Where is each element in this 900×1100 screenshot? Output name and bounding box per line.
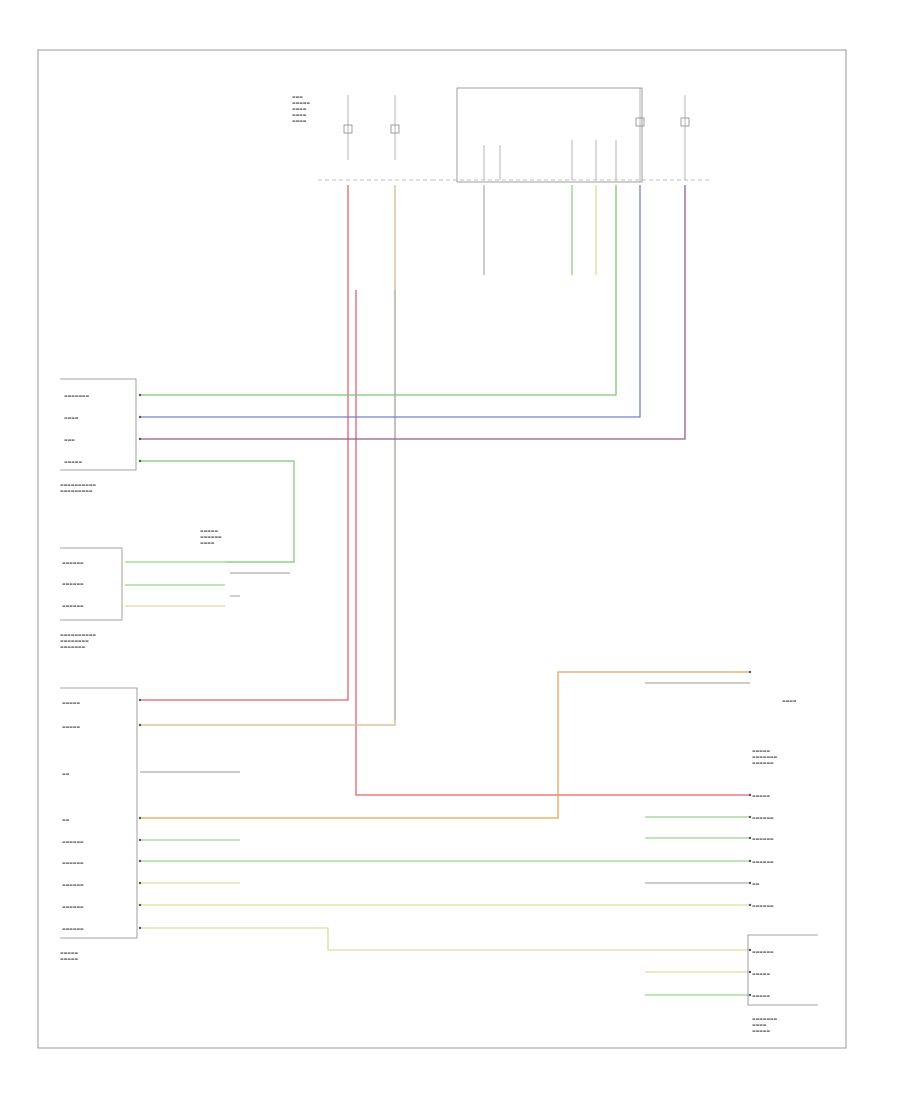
svg-text:▬▬▬▬▬: ▬▬▬▬▬: [752, 971, 770, 976]
svg-text:▬▬▬▬▬▬: ▬▬▬▬▬▬: [752, 859, 774, 864]
top-left-power-block: ▬▬▬ ▬▬▬▬▬ ▬▬▬▬ ▬▬▬▬ ▬▬▬▬: [292, 94, 432, 181]
svg-text:▬▬▬▬▬▬: ▬▬▬▬▬▬: [752, 949, 774, 954]
svg-text:▬▬▬▬▬▬: ▬▬▬▬▬▬: [62, 603, 84, 608]
svg-text:▬▬▬▬▬: ▬▬▬▬▬: [64, 459, 82, 464]
svg-text:▬▬: ▬▬: [752, 881, 760, 886]
svg-text:▬▬▬▬▬▬▬▬▬▬: ▬▬▬▬▬▬▬▬▬▬: [60, 632, 96, 637]
svg-text:▬▬▬▬▬: ▬▬▬▬▬: [292, 100, 310, 105]
svg-text:▬▬▬▬▬▬▬▬: ▬▬▬▬▬▬▬▬: [60, 638, 89, 643]
svg-text:▬▬: ▬▬: [62, 817, 70, 822]
connector-upper-left: ▬▬▬▬▬▬▬ ▬▬▬▬ ▬▬▬ ▬▬▬▬▬ ▬▬▬▬▬▬▬▬▬▬ ▬▬▬▬▬▬…: [60, 378, 137, 493]
svg-text:▬▬▬: ▬▬▬: [64, 437, 75, 442]
connector-lower-left: ▬▬▬▬▬ ▬▬▬▬▬ ▬▬ ▬▬ ▬▬▬▬▬▬ ▬▬▬▬▬▬ ▬▬▬▬▬▬ ▬…: [60, 687, 138, 961]
connector-mid-left: ▬▬▬▬▬▬ ▬▬▬▬▬▬ ▬▬▬▬▬▬ ▬▬▬▬▬▬▬▬▬▬ ▬▬▬▬▬▬▬▬…: [60, 528, 222, 649]
svg-text:▬▬▬▬: ▬▬▬▬: [292, 106, 307, 111]
wire-purple-1: [140, 185, 686, 440]
svg-text:▬▬: ▬▬: [62, 771, 70, 776]
svg-text:▬▬▬▬▬▬: ▬▬▬▬▬▬: [752, 836, 774, 841]
svg-text:▬▬▬▬▬▬: ▬▬▬▬▬▬: [752, 760, 774, 765]
top-right-module-block: [432, 87, 712, 183]
svg-text:▬▬▬▬▬▬: ▬▬▬▬▬▬: [62, 904, 84, 909]
svg-text:▬▬▬▬▬▬▬: ▬▬▬▬▬▬▬: [60, 644, 86, 649]
svg-text:▬▬▬▬▬: ▬▬▬▬▬: [62, 724, 80, 729]
svg-text:▬▬▬▬: ▬▬▬▬: [782, 698, 797, 703]
wire-green-stop: [140, 460, 295, 563]
svg-text:▬▬▬▬▬▬: ▬▬▬▬▬▬: [752, 815, 774, 820]
svg-text:▬▬▬▬▬▬: ▬▬▬▬▬▬: [200, 534, 222, 539]
wire-red-1: [140, 185, 349, 701]
svg-text:▬▬▬: ▬▬▬: [292, 94, 303, 99]
right-side-labels: ▬▬▬▬▬ ▬▬▬▬▬▬ ▬▬▬▬▬▬ ▬▬▬▬▬▬ ▬▬ ▬▬▬▬▬▬ ▬▬▬…: [752, 698, 797, 908]
diagram-frame: [37, 49, 847, 1049]
svg-text:▬▬▬▬▬▬▬: ▬▬▬▬▬▬▬: [752, 1016, 778, 1021]
wire-tan-1: [140, 185, 396, 726]
connector-pins: [138, 393, 752, 997]
svg-text:▬▬▬▬: ▬▬▬▬: [752, 1022, 767, 1027]
svg-text:▬▬▬▬▬: ▬▬▬▬▬: [200, 528, 218, 533]
svg-text:▬▬▬▬▬: ▬▬▬▬▬: [752, 1028, 770, 1033]
svg-text:▬▬▬▬▬▬▬: ▬▬▬▬▬▬▬: [64, 393, 90, 398]
svg-text:▬▬▬▬▬: ▬▬▬▬▬: [752, 793, 770, 798]
svg-text:▬▬▬▬: ▬▬▬▬: [292, 118, 307, 123]
wire-blue-1: [140, 185, 641, 418]
svg-text:▬▬▬▬▬▬: ▬▬▬▬▬▬: [752, 903, 774, 908]
wire-yellow-low3: [140, 927, 750, 951]
svg-text:▬▬▬▬▬▬: ▬▬▬▬▬▬: [62, 860, 84, 865]
svg-text:▬▬▬▬: ▬▬▬▬: [200, 540, 215, 545]
wire-green-1: [140, 185, 617, 396]
wire-red-2: [355, 290, 750, 796]
connector-lower-right: ▬▬▬▬▬▬ ▬▬▬▬▬ ▬▬▬▬▬ ▬▬▬▬▬▬▬ ▬▬▬▬ ▬▬▬▬▬: [747, 934, 818, 1033]
svg-text:▬▬▬▬▬: ▬▬▬▬▬: [752, 748, 770, 753]
svg-text:▬▬▬▬▬: ▬▬▬▬▬: [60, 956, 78, 961]
svg-text:▬▬▬▬: ▬▬▬▬: [292, 112, 307, 117]
svg-text:▬▬▬▬▬▬: ▬▬▬▬▬▬: [62, 926, 84, 931]
svg-text:▬▬▬▬▬▬▬▬▬: ▬▬▬▬▬▬▬▬▬: [60, 488, 93, 493]
svg-text:▬▬▬▬▬▬: ▬▬▬▬▬▬: [62, 882, 84, 887]
svg-text:▬▬▬▬▬▬▬: ▬▬▬▬▬▬▬: [752, 754, 778, 759]
svg-text:▬▬▬▬: ▬▬▬▬: [64, 415, 79, 420]
wire-orange-1: [140, 671, 750, 819]
svg-text:▬▬▬▬▬▬: ▬▬▬▬▬▬: [62, 581, 84, 586]
svg-text:▬▬▬▬▬: ▬▬▬▬▬: [752, 993, 770, 998]
svg-text:▬▬▬▬▬▬: ▬▬▬▬▬▬: [62, 560, 84, 565]
svg-text:▬▬▬▬▬▬: ▬▬▬▬▬▬: [62, 839, 84, 844]
svg-text:▬▬▬▬▬: ▬▬▬▬▬: [60, 950, 78, 955]
svg-text:▬▬▬▬▬▬▬▬▬▬: ▬▬▬▬▬▬▬▬▬▬: [60, 482, 96, 487]
svg-text:▬▬▬▬▬: ▬▬▬▬▬: [62, 700, 80, 705]
